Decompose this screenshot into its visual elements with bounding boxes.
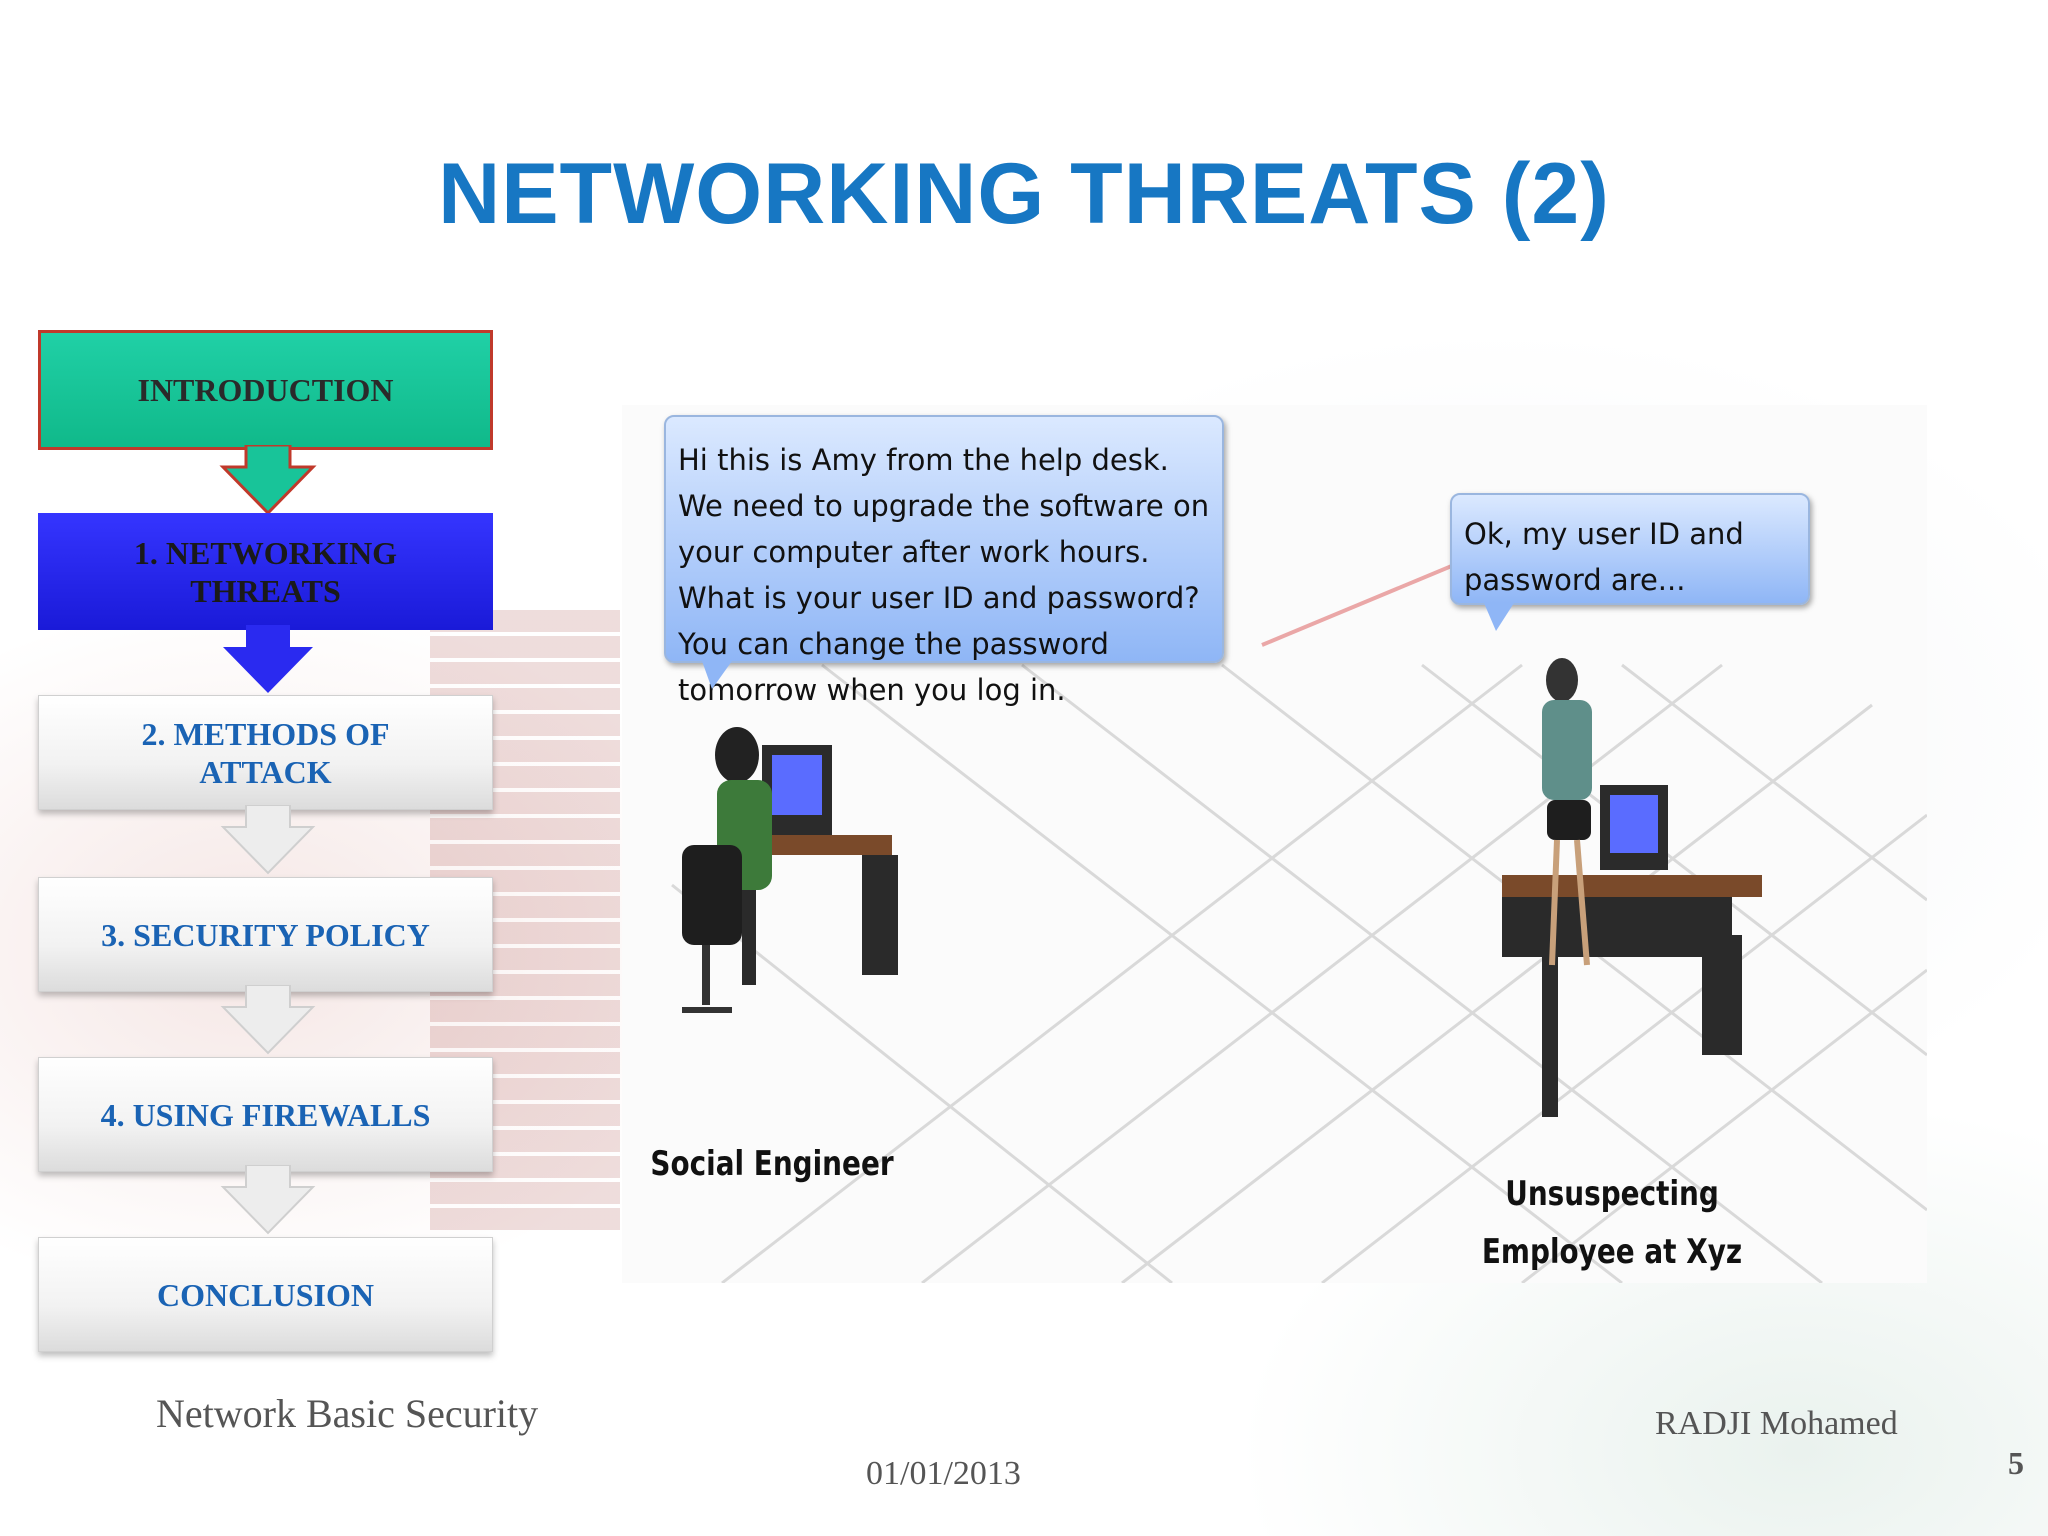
speech-text-employee: Ok, my user ID and password are... [1464, 517, 1744, 597]
arrow-down-icon [220, 985, 316, 1055]
nav-item-label: 4. USING FIREWALLS [100, 1096, 431, 1133]
social-engineer-figure [682, 727, 898, 1013]
social-engineering-illustration: Hi this is Amy from the help desk. We ne… [622, 405, 1927, 1283]
slide-title: NETWORKING THREATS (2) [438, 146, 1610, 242]
footer-course-title: Network Basic Security [156, 1391, 539, 1436]
footer-author: RADJI Mohamed [1655, 1405, 1898, 1442]
nav-item-conclusion[interactable]: CONCLUSION [38, 1237, 493, 1352]
nav-item-methods-of-attack[interactable]: 2. METHODS OF ATTACK [38, 695, 493, 810]
nav-item-using-firewalls[interactable]: 4. USING FIREWALLS [38, 1057, 493, 1172]
speech-tail-icon [702, 661, 732, 689]
speech-text-engineer: Hi this is Amy from the help desk. We ne… [678, 443, 1210, 707]
speech-bubble-employee: Ok, my user ID and password are... [1450, 493, 1810, 605]
nav-item-label: INTRODUCTION [137, 372, 394, 408]
arrow-down-icon [219, 445, 317, 515]
arrow-down-icon [223, 625, 313, 693]
nav-item-label: CONCLUSION [157, 1276, 374, 1313]
speech-bubble-engineer: Hi this is Amy from the help desk. We ne… [664, 415, 1224, 707]
arrow-down-icon [220, 1165, 316, 1235]
nav-item-label: 1. NETWORKING THREATS [133, 534, 398, 609]
arrow-down-icon [220, 805, 316, 875]
caption-social-engineer: Social Engineer [650, 1144, 894, 1184]
employee-figure [1502, 658, 1762, 1117]
nav-item-label: 3. SECURITY POLICY [101, 916, 430, 953]
nav-item-introduction[interactable]: INTRODUCTION [38, 330, 493, 450]
nav-item-networking-threats[interactable]: 1. NETWORKING THREATS [38, 513, 493, 630]
footer-date: 01/01/2013 [866, 1455, 1021, 1492]
floor-grid [671, 543, 1927, 1283]
caption-employee: Unsuspecting Employee at Xyz Corporation… [1481, 1174, 1743, 1272]
nav-item-label: 2. METHODS OF ATTACK [141, 715, 390, 790]
page-number: 5 [2008, 1445, 2024, 1481]
speech-tail-icon [1484, 603, 1514, 631]
nav-item-security-policy[interactable]: 3. SECURITY POLICY [38, 877, 493, 992]
